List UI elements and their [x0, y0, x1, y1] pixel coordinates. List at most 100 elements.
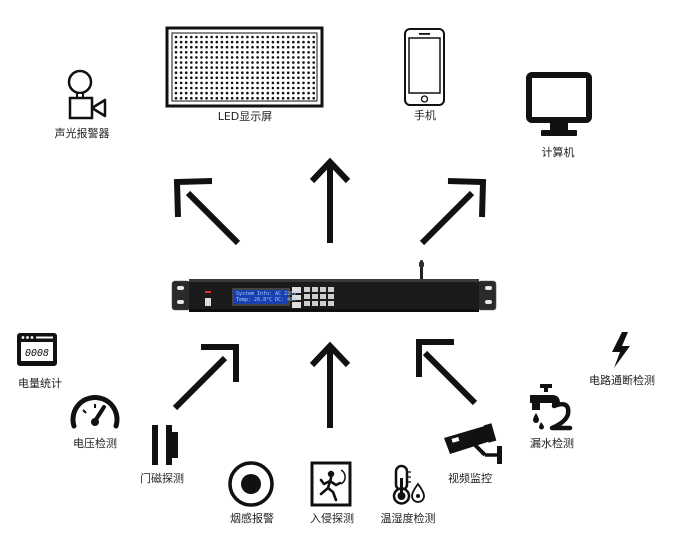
device-keypad [304, 287, 334, 306]
intrusion-detector-icon [310, 461, 352, 507]
arrow-to-led-display [309, 157, 351, 243]
led-dot [286, 45, 290, 49]
led-dot [220, 66, 224, 69]
keypad-key [328, 301, 334, 306]
label-door-magnetic: 门磁探测 [140, 472, 184, 485]
led-dot [307, 35, 310, 39]
keypad-key [328, 294, 334, 299]
phone-icon [404, 28, 445, 106]
led-dot [297, 45, 300, 49]
led-dot [225, 40, 229, 44]
led-dot [210, 45, 213, 49]
led-dot [251, 35, 254, 39]
led-dot [246, 51, 249, 54]
led-dot [230, 61, 234, 64]
keypad-key [320, 301, 326, 306]
led-dot [235, 71, 239, 74]
led-dot [281, 51, 285, 54]
label-intrusion-detection: 入侵探测 [310, 512, 354, 525]
led-dot [220, 81, 224, 85]
led-dot [297, 61, 300, 64]
led-dot [241, 61, 244, 64]
led-dot [297, 56, 300, 59]
led-dot [205, 96, 208, 100]
led-dot [251, 56, 254, 59]
led-dot [235, 86, 239, 90]
led-dot [241, 45, 244, 49]
led-dot [195, 35, 198, 39]
led-dot [302, 71, 305, 74]
arrow-to-alarm [173, 178, 241, 246]
led-dot [241, 66, 244, 69]
led-dot [312, 76, 316, 80]
led-dot [281, 61, 285, 64]
led-dot [281, 56, 285, 59]
led-dot [286, 35, 290, 39]
led-dot [200, 81, 203, 85]
led-dot [307, 71, 310, 74]
led-dot [246, 66, 249, 69]
led-dot [261, 76, 265, 80]
led-dot [215, 91, 219, 95]
led-dot [235, 76, 239, 80]
led-dot [200, 91, 203, 95]
led-dot [230, 45, 234, 49]
led-dot [205, 35, 208, 39]
led-dot [251, 45, 254, 49]
led-dot [210, 66, 213, 69]
led-dot [276, 86, 280, 90]
led-dot [297, 76, 300, 80]
computer-monitor-icon [526, 72, 592, 136]
led-dot [200, 96, 203, 100]
led-dot [215, 81, 219, 85]
led-dot [195, 86, 198, 90]
led-dot [174, 91, 178, 95]
led-dot [266, 51, 270, 54]
led-dot [271, 56, 275, 59]
sound-light-alarm-icon [67, 69, 107, 120]
led-dot [261, 66, 265, 69]
led-dot [215, 71, 219, 74]
led-dot [261, 91, 265, 95]
led-dot [195, 66, 198, 69]
led-dot [297, 96, 300, 100]
arrow-from-right-sensors [416, 339, 478, 406]
led-dot [220, 96, 224, 100]
led-dot [276, 45, 280, 49]
led-dot [225, 91, 229, 95]
led-dot [190, 91, 193, 95]
led-dot [271, 76, 275, 80]
led-dot [271, 96, 275, 100]
led-dot [220, 61, 224, 64]
led-dot [276, 61, 280, 64]
led-dot [312, 35, 316, 39]
led-dot [190, 81, 193, 85]
power-meter-icon: 0008 [17, 333, 57, 366]
led-dot [271, 81, 275, 85]
keypad-key [304, 301, 310, 306]
led-dot [195, 45, 198, 49]
led-dot [266, 71, 270, 74]
led-dot [205, 91, 208, 95]
led-dot [307, 61, 310, 64]
led-dot [281, 96, 285, 100]
led-dot [246, 81, 249, 85]
led-dot [235, 96, 239, 100]
led-dot [292, 81, 295, 85]
led-dot [235, 81, 239, 85]
led-dot [256, 86, 259, 90]
led-dot [302, 40, 305, 44]
led-dot [230, 35, 234, 39]
led-dot [256, 61, 259, 64]
led-dot [281, 91, 285, 95]
led-dot [241, 40, 244, 44]
lightning-bolt-icon [612, 332, 630, 368]
led-dot [215, 40, 219, 44]
led-dot [200, 86, 203, 90]
led-dot [225, 45, 229, 49]
led-dot [230, 66, 234, 69]
led-dot [246, 91, 249, 95]
led-dot [246, 35, 249, 39]
led-dot [297, 81, 300, 85]
led-dot [195, 51, 198, 54]
